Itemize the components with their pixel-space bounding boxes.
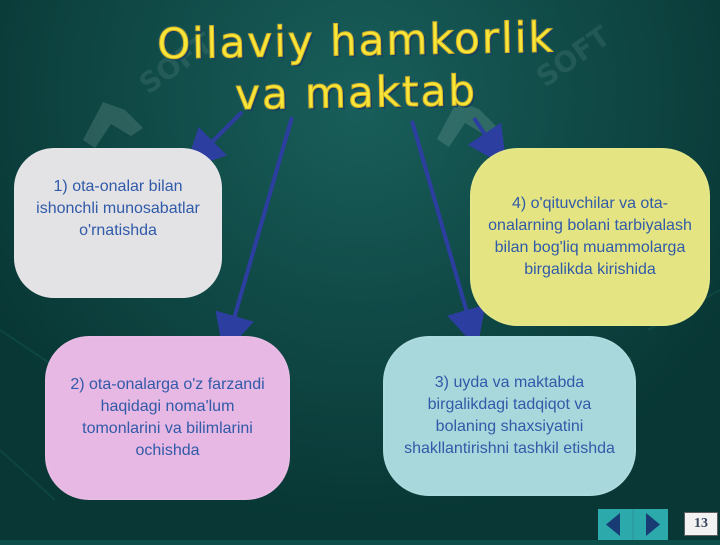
node-1-box: 1) ota-onalar bilan ishonchli munosabatl… xyxy=(14,148,222,298)
next-slide-button[interactable] xyxy=(634,509,668,540)
previous-slide-button[interactable] xyxy=(598,509,632,540)
node-1-text: 1) ota-onalar bilan ishonchli munosabatl… xyxy=(36,178,200,239)
node-2-text: 2) ota-onalarga o'z farzandi haqidagi no… xyxy=(70,376,265,459)
slide-navigation xyxy=(598,509,668,540)
triangle-left-icon xyxy=(606,513,620,536)
node-2-box: 2) ota-onalarga o'z farzandi haqidagi no… xyxy=(45,336,290,500)
triangle-right-icon xyxy=(646,513,660,536)
node-4-box: 4) o'qituvchilar va ota-onalarning bolan… xyxy=(470,148,710,326)
page-number: 13 xyxy=(684,512,718,536)
node-3-text: 3) uyda va maktabda birgalikdagi tadqiqo… xyxy=(404,374,615,457)
node-4-text: 4) o'qituvchilar va ota-onalarning bolan… xyxy=(488,195,692,278)
node-3-box: 3) uyda va maktabda birgalikdagi tadqiqo… xyxy=(383,336,636,496)
